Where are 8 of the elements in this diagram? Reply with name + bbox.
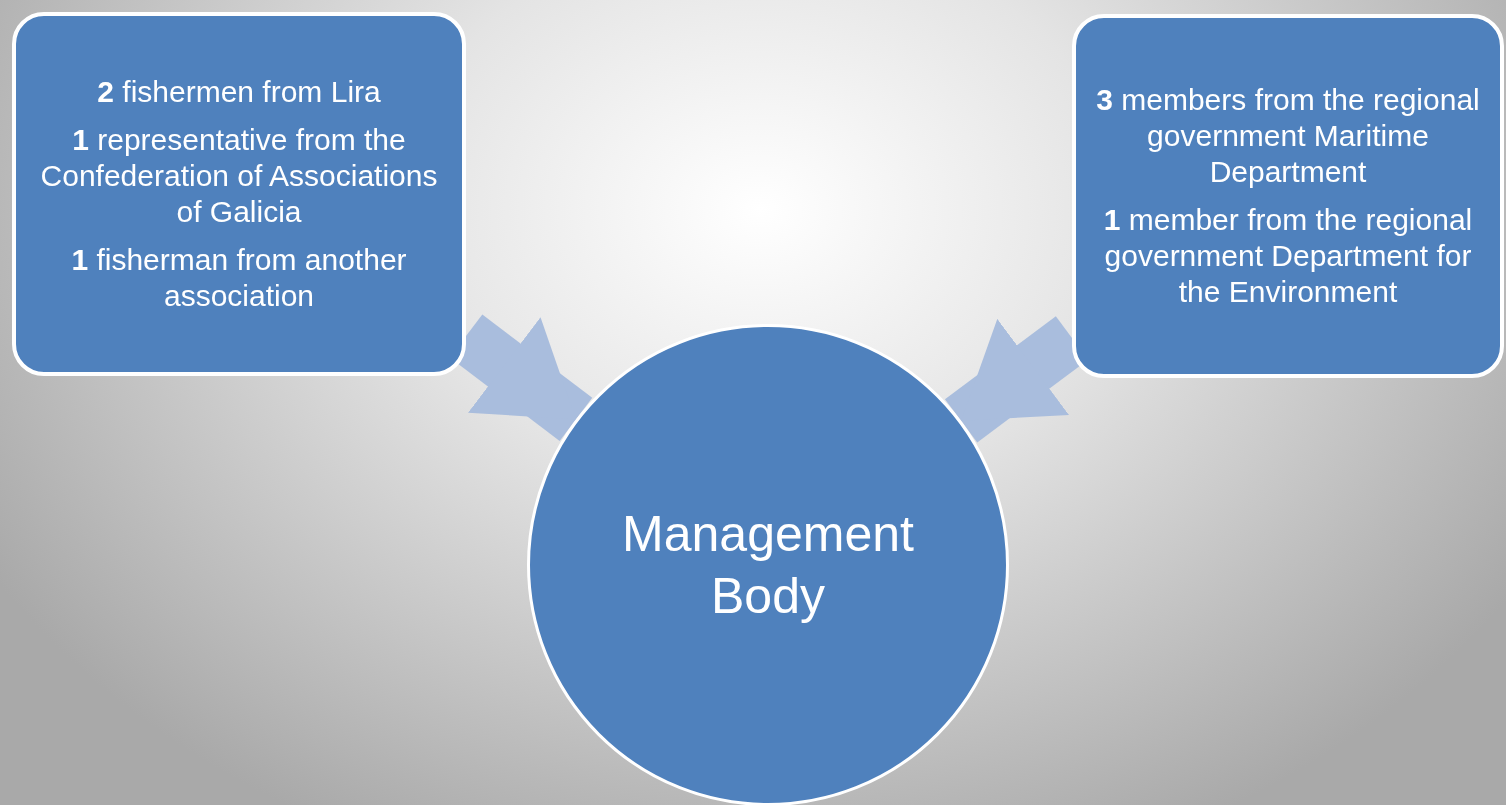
rounded-box xyxy=(1072,14,1504,378)
node-text: 2 fishermen from Lira xyxy=(97,74,381,110)
rounded-box xyxy=(12,12,466,376)
node-text: 3 members from the regional government Maritime Department xyxy=(1095,82,1481,190)
node-text: Management Body xyxy=(621,504,915,626)
node-text: 1 fisherman from another association xyxy=(70,242,408,314)
node-text: 1 member from the regional government Department for the Environment xyxy=(1102,202,1474,310)
node-text: 1 representative from the Confederation of Associations of Galicia xyxy=(39,122,439,230)
